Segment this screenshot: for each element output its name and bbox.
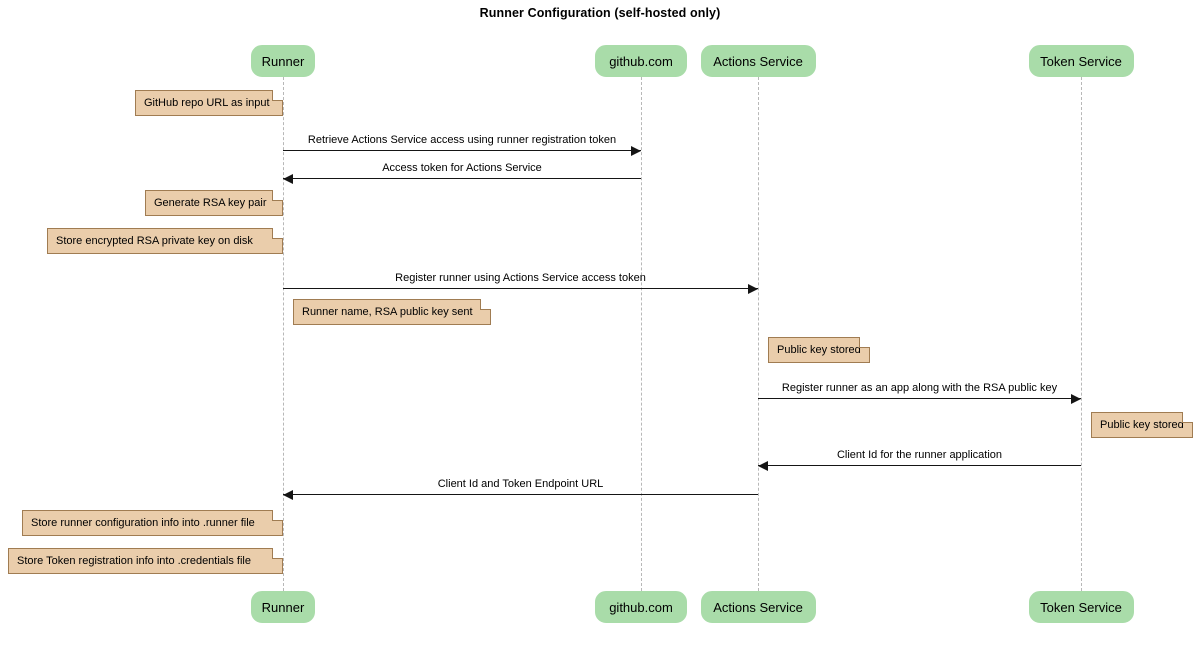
arrow-head-right [1071,393,1081,404]
note-fold-corner-icon [272,228,283,239]
arrow-head-right [631,145,641,156]
participant-github-bottom[interactable]: github.com [595,591,687,623]
message-label: Register runner using Actions Service ac… [395,272,646,284]
message-line [283,178,641,179]
arrow-head-left [758,460,768,471]
note-n8: Store Token registration info into .cred… [8,548,283,574]
note-fold-corner-icon [1182,412,1193,423]
participant-label: Runner [261,599,305,615]
note-n6: Public key stored [1091,412,1193,438]
participant-token-bottom[interactable]: Token Service [1028,591,1134,623]
note-label: Store runner configuration info into .ru… [31,517,255,529]
participant-label: github.com [609,53,673,69]
arrow-head-left [283,489,293,500]
note-label: Store Token registration info into .cred… [17,555,251,567]
arrow-head-right [748,283,758,294]
note-n4: Runner name, RSA public key sent [293,299,491,325]
arrow-head-left [283,173,293,184]
note-n3: Store encrypted RSA private key on disk [47,228,283,254]
note-n2: Generate RSA key pair [145,190,283,216]
note-label: Runner name, RSA public key sent [302,306,473,318]
note-label: Public key stored [1100,419,1184,431]
note-fold-corner-icon [272,190,283,201]
message-line [758,398,1081,399]
participant-runner-bottom[interactable]: Runner [251,591,315,623]
participant-actions-bottom[interactable]: Actions Service [700,591,816,623]
note-n1: GitHub repo URL as input [135,90,283,116]
participant-github-top[interactable]: github.com [595,45,687,77]
lifeline-runner [283,77,284,591]
participant-token-top[interactable]: Token Service [1028,45,1134,77]
note-n7: Store runner configuration info into .ru… [22,510,283,536]
lifeline-github [641,77,642,591]
diagram-title: Runner Configuration (self-hosted only) [479,6,721,20]
note-label: Public key stored [777,344,861,356]
participant-runner-top[interactable]: Runner [251,45,315,77]
lifeline-actions [758,77,759,591]
note-fold-corner-icon [272,510,283,521]
note-fold-corner-icon [272,548,283,559]
message-label: Client Id for the runner application [836,449,1003,461]
message-label: Register runner as an app along with the… [781,382,1058,394]
note-label: Store encrypted RSA private key on disk [56,235,253,247]
participant-actions-top[interactable]: Actions Service [700,45,816,77]
note-label: GitHub repo URL as input [144,97,270,109]
note-fold-corner-icon [480,299,491,310]
participant-label: Actions Service [713,599,803,615]
message-label: Retrieve Actions Service access using ru… [307,134,617,146]
note-fold-corner-icon [859,337,870,348]
participant-label: github.com [609,599,673,615]
message-line [758,465,1081,466]
note-fold-corner-icon [272,90,283,101]
message-label: Access token for Actions Service [382,162,542,174]
participant-label: Runner [261,53,305,69]
note-n5: Public key stored [768,337,870,363]
message-line [283,150,641,151]
note-label: Generate RSA key pair [154,197,267,209]
participant-label: Token Service [1040,599,1122,615]
participant-label: Token Service [1040,53,1122,69]
lifeline-token [1081,77,1082,591]
message-line [283,494,758,495]
message-label: Client Id and Token Endpoint URL [437,478,604,490]
participant-label: Actions Service [713,53,803,69]
message-line [283,288,758,289]
